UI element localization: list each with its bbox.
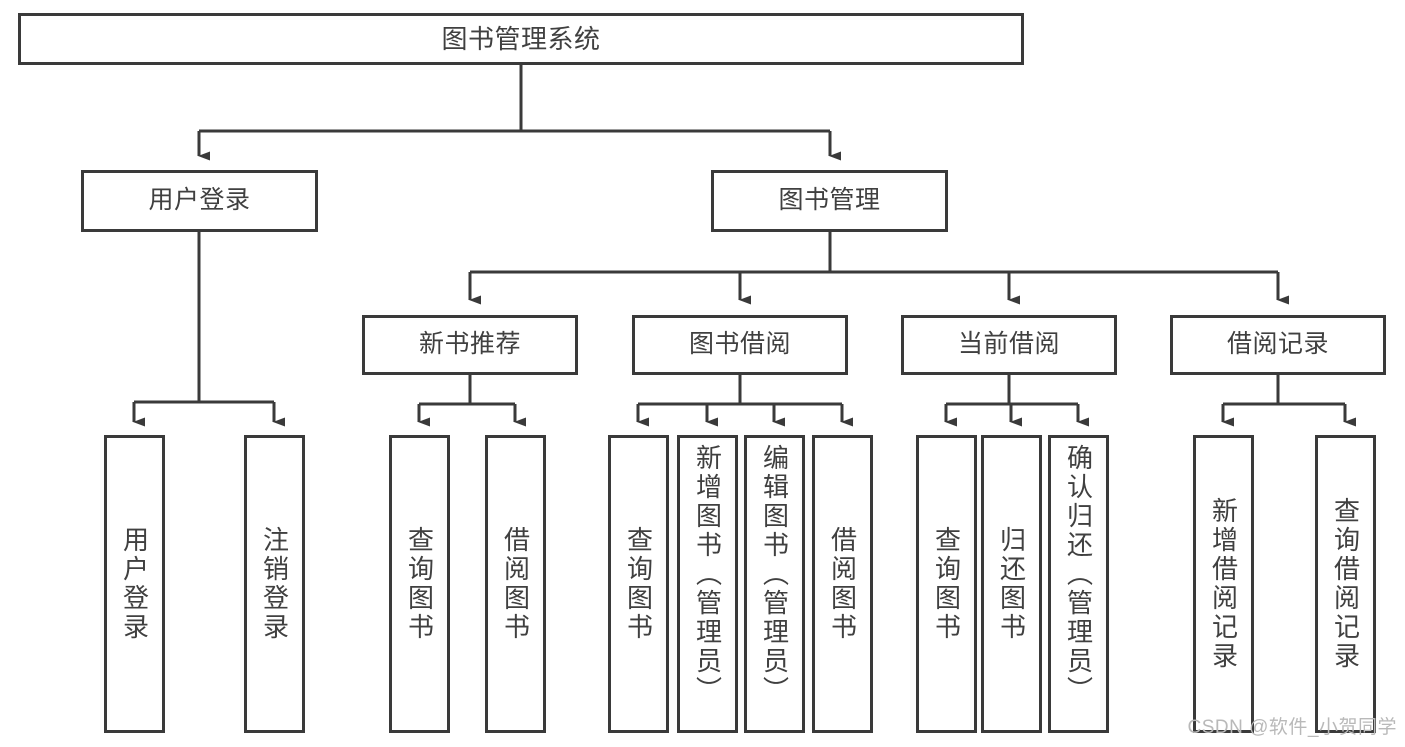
node-leaf-query-book-1[interactable]: 查询图书: [389, 435, 450, 733]
root-to-level1-connectors: [197, 65, 841, 161]
node-label: 查询图书: [623, 526, 654, 642]
current-borrow-to-leaves-connectors: [944, 375, 1089, 427]
node-label: 当前借阅: [957, 330, 1060, 359]
node-book-borrow[interactable]: 图书借阅: [632, 315, 848, 375]
node-leaf-query-book-3[interactable]: 查询图书: [916, 435, 977, 733]
node-leaf-user-logout[interactable]: 注销登录: [244, 435, 305, 733]
node-leaf-borrow-book-1[interactable]: 借阅图书: [485, 435, 546, 733]
node-label: 新增借阅记录: [1208, 497, 1239, 671]
node-label: 图书管理系统: [441, 23, 601, 54]
node-label: 编辑图书（管理员）: [759, 444, 790, 705]
node-label: 图书借阅: [688, 330, 791, 359]
node-label: 用户登录: [119, 526, 150, 642]
node-leaf-add-record[interactable]: 新增借阅记录: [1193, 435, 1254, 733]
book-borrow-to-leaves-connectors: [636, 375, 853, 427]
node-leaf-edit-book[interactable]: 编辑图书（管理员）: [744, 435, 805, 733]
node-label: 借阅图书: [827, 526, 858, 642]
new-book-recommend-to-leaves-connectors: [417, 375, 526, 427]
borrow-record-to-leaves-connectors: [1221, 375, 1356, 427]
node-leaf-return-book[interactable]: 归还图书: [981, 435, 1042, 733]
node-book-management[interactable]: 图书管理: [711, 170, 948, 232]
node-label: 用户登录: [148, 186, 251, 215]
node-user-login[interactable]: 用户登录: [81, 170, 318, 232]
node-label: 借阅图书: [500, 526, 531, 642]
node-label: 新增图书（管理员）: [692, 444, 723, 705]
node-label: 图书管理: [778, 186, 881, 215]
node-leaf-add-book[interactable]: 新增图书（管理员）: [677, 435, 738, 733]
node-label: 新书推荐: [418, 330, 521, 359]
node-leaf-query-book-2[interactable]: 查询图书: [608, 435, 669, 733]
node-leaf-user-login[interactable]: 用户登录: [104, 435, 165, 733]
node-new-book-recommend[interactable]: 新书推荐: [362, 315, 578, 375]
node-label: 查询图书: [404, 526, 435, 642]
node-label: 查询借阅记录: [1330, 497, 1361, 671]
node-label: 归还图书: [996, 526, 1027, 642]
node-leaf-borrow-book-2[interactable]: 借阅图书: [812, 435, 873, 733]
book-management-to-level2-connectors: [468, 232, 1289, 305]
node-borrow-record[interactable]: 借阅记录: [1170, 315, 1386, 375]
node-leaf-query-record[interactable]: 查询借阅记录: [1315, 435, 1376, 733]
user-login-to-leaves-connectors: [132, 232, 285, 427]
node-current-borrow[interactable]: 当前借阅: [901, 315, 1117, 375]
node-label: 注销登录: [259, 526, 290, 642]
node-leaf-confirm-return[interactable]: 确认归还（管理员）: [1048, 435, 1109, 733]
node-label: 确认归还（管理员）: [1063, 444, 1094, 705]
node-label: 查询图书: [931, 526, 962, 642]
node-root-book-management-system[interactable]: 图书管理系统: [18, 13, 1024, 65]
node-label: 借阅记录: [1226, 330, 1329, 359]
